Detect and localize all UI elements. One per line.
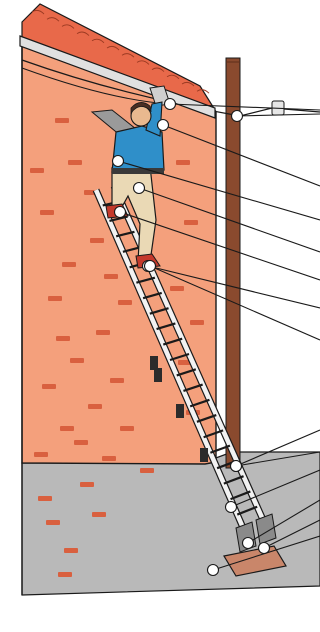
roof-tile-mark [151, 67, 165, 72]
brick-mark [68, 160, 82, 165]
roof-tile-mark [61, 24, 75, 29]
brick-mark [64, 548, 78, 553]
brick-mark [46, 520, 60, 525]
brick-mark [110, 378, 124, 383]
brick-mark [140, 468, 154, 473]
callout-dot-icon [111, 154, 125, 168]
brick-mark [102, 456, 116, 461]
brick-mark [58, 572, 72, 577]
callout-dot-icon [229, 459, 243, 473]
callout-leader-line [235, 451, 320, 467]
brick-mark [62, 262, 76, 267]
brick-mark [170, 286, 184, 291]
ladder-rung [169, 352, 190, 362]
ladder-rung [230, 490, 251, 501]
brick-mark [90, 238, 104, 243]
callout-leader-line [119, 211, 320, 281]
callout-leader-line [235, 429, 320, 467]
callout-leader-line [138, 187, 320, 253]
brick-mark [55, 118, 69, 123]
roof-tiles [21, 3, 217, 112]
brick-mark [42, 384, 56, 389]
ladder-rung [156, 322, 176, 331]
ladder-rung [136, 276, 156, 284]
callout-leader-line [263, 519, 320, 549]
footing-block [223, 545, 287, 577]
callout-dot-icon [206, 563, 220, 577]
ladder-rung [209, 444, 231, 454]
brick-mark [80, 482, 94, 487]
roof-tile-mark [196, 89, 210, 94]
callout-dot-icon [163, 97, 177, 111]
roof-tile-mark [31, 9, 45, 15]
ladder-rung [183, 383, 203, 392]
brick-mark [176, 160, 190, 165]
callout-leader-line [230, 469, 320, 508]
brick-mark [120, 426, 134, 431]
callout-dot-icon [156, 118, 170, 132]
ladder-lock-clamp [150, 356, 158, 370]
callout-dot-icon [230, 109, 244, 123]
callout-dot-icon [241, 536, 255, 550]
callout-leader-line [149, 265, 320, 341]
ladder-lock-clamp [154, 368, 162, 382]
brick-mark [118, 300, 132, 305]
brick-mark [88, 404, 102, 409]
roof-tile-mark [136, 60, 150, 65]
brick-mark [184, 220, 198, 225]
brick-mark [38, 496, 52, 501]
brick-marks [30, 118, 204, 577]
brick-mark [30, 168, 44, 173]
brick-mark [40, 210, 54, 215]
roof-tile-mark [91, 38, 105, 44]
callout-leader-line [247, 499, 320, 544]
brick-mark [60, 426, 74, 431]
brick-mark [34, 452, 48, 457]
callout-dot-icon [143, 259, 157, 273]
callout-dot-icon [113, 205, 127, 219]
ladder-rung [223, 475, 244, 485]
brick-mark [104, 274, 118, 279]
brick-mark [48, 296, 62, 301]
callout-leader-line [236, 113, 320, 117]
callout-leader-line [162, 124, 320, 187]
roof-tile-mark [106, 45, 120, 51]
ladder-foot-right [255, 513, 277, 545]
brick-mark [56, 336, 70, 341]
tool-belt [112, 168, 164, 174]
ladder-rung [109, 215, 128, 222]
ladder-rung [162, 337, 183, 346]
roof-tile-mark [46, 17, 60, 22]
callout-leader-line [169, 103, 320, 111]
worker-shirt [111, 125, 165, 173]
roof-tile-mark [76, 31, 90, 36]
ladder-lock-clamp [176, 404, 184, 418]
brick-mark [92, 512, 106, 517]
ladder-rung [142, 291, 163, 300]
roof-tile-mark [166, 74, 180, 80]
roof-tile-mark [121, 53, 135, 58]
ladder-rung [196, 414, 217, 423]
brick-mark [70, 358, 84, 363]
ladder-rung [115, 230, 135, 238]
ladder-rung [176, 368, 197, 377]
callout-leaders [111, 97, 320, 577]
brick-mark [190, 320, 204, 325]
ladder-rung [203, 429, 224, 439]
roof-tile-mark [181, 81, 195, 87]
callout-dot-icon [224, 500, 238, 514]
brick-mark [96, 330, 110, 335]
callout-leader-line [147, 265, 320, 309]
callout-leader-line [117, 160, 320, 221]
ladder-lock-clamp [200, 448, 208, 462]
callout-dot-icon [132, 181, 146, 195]
callout-dot-icon [257, 541, 271, 555]
ladder-rung [189, 398, 210, 408]
ladder-rung [236, 505, 258, 516]
ladder-rung [149, 307, 169, 315]
brick-mark [74, 440, 88, 445]
